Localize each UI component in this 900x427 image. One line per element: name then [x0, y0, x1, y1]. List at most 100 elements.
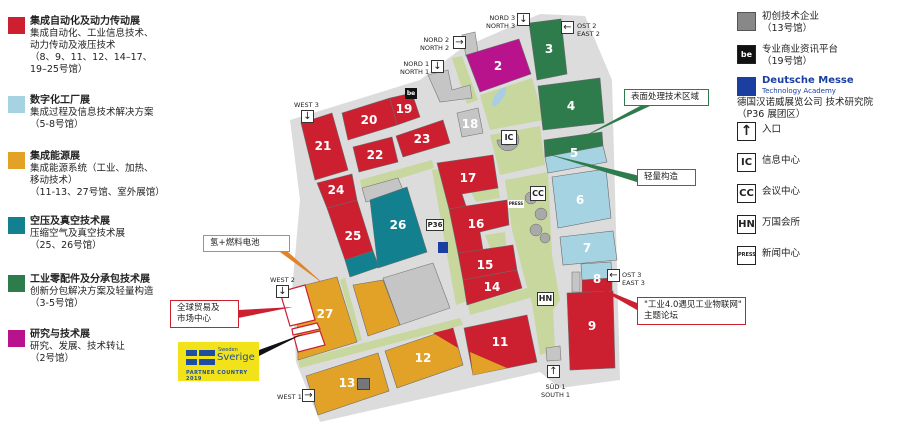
gate-west3-arrow-icon[interactable]: ↓ — [301, 110, 314, 123]
hall-label: 17 — [460, 171, 477, 185]
partner-subtitle: PARTNER COUNTRY 2019 — [186, 370, 248, 382]
pond — [491, 87, 507, 107]
be-logo-icon: be — [405, 88, 417, 99]
hall-5-blue[interactable] — [544, 145, 608, 174]
legend-swatch-magenta — [8, 330, 25, 347]
gate-west2-label: WEST 2 — [270, 276, 295, 284]
hall-11-energy — [470, 352, 507, 375]
legend-title: 数字化工厂展 — [30, 95, 90, 106]
legend-line: 集成自动化、工业信息技术、 — [30, 28, 154, 39]
hall-12[interactable] — [384, 327, 464, 389]
legend-swatch-orange — [8, 152, 25, 169]
hall-label: 24 — [328, 183, 345, 197]
partner-country-badge: Sweden Sverige PARTNER COUNTRY 2019 — [178, 342, 259, 382]
gate-north1-arrow-icon[interactable]: ↓ — [431, 60, 444, 73]
hall-9[interactable] — [566, 290, 616, 371]
legend-line: 集成能源系统（工业、加热、 — [30, 163, 154, 174]
gate-north2-arrow-icon[interactable]: → — [453, 36, 466, 49]
legend-line: 移动技术） — [30, 175, 78, 186]
gate-south1-arrow-icon[interactable]: ↑ — [547, 365, 560, 378]
hall-6[interactable] — [551, 168, 612, 229]
global-trade-pointer — [238, 307, 293, 318]
gate-west1-arrow-icon[interactable]: → — [302, 389, 315, 402]
convention-center-building — [496, 129, 551, 244]
legend-line: 创新分包解决方案及轻量构造 — [30, 286, 154, 297]
hall-3[interactable] — [528, 18, 568, 81]
academy-logo-icon — [438, 242, 448, 253]
legend-title: 工业零配件及分承包技术展 — [30, 274, 150, 285]
hall-19[interactable] — [389, 92, 421, 126]
hall-label: 25 — [345, 229, 362, 243]
south-entrance-building — [545, 345, 562, 362]
hall-12-automation — [433, 328, 458, 348]
hn-marker[interactable]: HN — [537, 292, 554, 306]
hall-23[interactable] — [395, 119, 451, 158]
i40-pointer — [591, 284, 637, 310]
legend-title: 研究与技术展 — [30, 329, 90, 340]
outdoor-energy-area — [352, 279, 401, 337]
partner-name: Sverige — [217, 352, 255, 363]
gate-north3-arrow-icon[interactable]: ↓ — [517, 13, 530, 26]
legend-title: 空压及真空技术展 — [30, 216, 110, 227]
gate-east3-arrow-icon[interactable]: ← — [607, 269, 620, 282]
surface-pointer — [579, 106, 650, 139]
hall-label: 12 — [415, 351, 432, 365]
convention-center-marker[interactable]: CC — [530, 186, 546, 201]
hall-label: 22 — [367, 148, 384, 162]
hall-2[interactable] — [465, 38, 532, 93]
entrance-arrow-icon: ↑ — [737, 122, 756, 141]
lightweight-pointer — [547, 154, 640, 183]
hall-13[interactable] — [305, 352, 390, 416]
gate-east2-arrow-icon[interactable]: ← — [561, 21, 574, 34]
legend-title: 集成能源展 — [30, 151, 80, 162]
legend-swatch-teal — [8, 217, 25, 234]
east-grey-strip — [571, 271, 581, 293]
industry40-forum-callout: "工业4.0遇见工业物联网"主题论坛 — [637, 297, 746, 325]
legend-swatch-green — [8, 275, 25, 292]
surface-treatment-callout: 表面处理技术区域 — [624, 89, 709, 106]
hall-label: 5 — [570, 146, 578, 160]
hall-label: 7 — [583, 241, 591, 255]
startup-logo-icon — [357, 378, 370, 390]
flag-icon — [186, 350, 197, 356]
global-trade-callout: 全球贸易及市场中心 — [170, 300, 239, 328]
hall-4[interactable] — [537, 77, 605, 131]
flag-icon — [199, 350, 215, 356]
ic-icon: IC — [737, 153, 756, 172]
legend-line: 集成过程及信息技术解决方案 — [30, 107, 154, 118]
hall-label: 23 — [414, 132, 431, 146]
lightweight-callout: 轻量构造 — [637, 169, 696, 186]
press-marker[interactable]: PRESS — [508, 200, 524, 208]
gate-west3-label: WEST 3 — [294, 101, 319, 109]
hall-21[interactable] — [300, 112, 349, 181]
hall-label: 6 — [576, 193, 584, 207]
hall-7[interactable] — [559, 230, 618, 266]
hall-22[interactable] — [352, 136, 399, 173]
legend-title: 集成自动化及动力传动展 — [30, 16, 140, 27]
legend-line: 19–25号馆） — [30, 64, 88, 75]
hall-26[interactable] — [369, 186, 428, 269]
legend-line: 研究、发展、技术转让 — [30, 341, 126, 352]
hall-label: 21 — [315, 139, 332, 153]
p36-marker[interactable]: P36 — [426, 219, 444, 231]
hydrogen-pointer — [280, 252, 325, 285]
hall-label: 13 — [339, 376, 356, 390]
hall-14[interactable] — [462, 269, 523, 306]
hall-24[interactable] — [316, 173, 358, 209]
legend-line: （25、26号馆） — [30, 240, 102, 251]
gate-west1-label: WEST 1 — [277, 393, 302, 401]
hall-label: 3 — [545, 42, 553, 56]
north-entrance-building — [427, 69, 473, 103]
hall-label: 20 — [361, 113, 378, 127]
hall-25-teal — [344, 250, 380, 278]
info-center-marker[interactable]: IC — [501, 130, 517, 145]
legend-line: 压缩空气及真空技术展 — [30, 228, 126, 239]
hall-18[interactable] — [456, 107, 484, 138]
hall-label: 9 — [588, 319, 596, 333]
gate-west2-arrow-icon[interactable]: ↓ — [276, 285, 289, 298]
hall-label: 27 — [317, 307, 334, 321]
legend-line: （11-13、27号馆、室外展馆） — [30, 187, 165, 198]
legend-line: （5-8号馆） — [30, 119, 84, 130]
